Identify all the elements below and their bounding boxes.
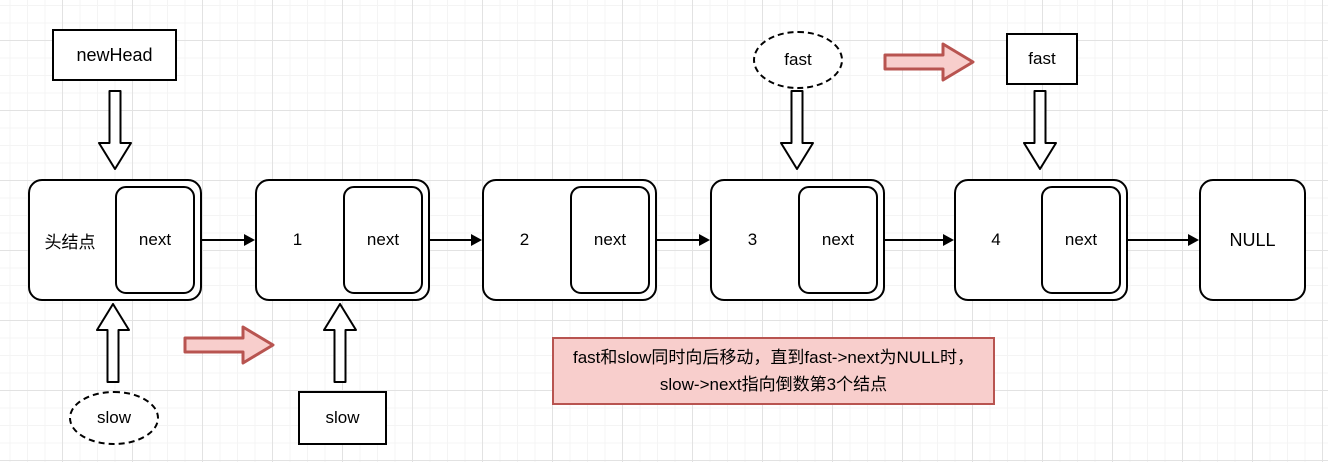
slow-before-label: slow [96,408,131,427]
list-node: 3 next [710,179,885,301]
connector-arrow [657,234,710,246]
node-next-field: next [798,186,878,294]
fast-before-label: fast [784,50,812,69]
list-node: 头结点 next [28,179,202,301]
up-arrow-icon [96,303,130,383]
newhead-box: newHead [52,29,177,81]
note-box: fast和slow同时向后移动，直到fast->next为NULL时，slow-… [552,337,995,405]
node-value: 2 [519,230,530,249]
down-arrow-icon [780,90,814,170]
node-next-field: next [570,186,650,294]
node-next-field: next [1041,186,1121,294]
fast-before-ellipse: fast [753,31,843,89]
slow-after-box: slow [298,391,387,445]
connector-arrow [1128,234,1199,246]
terminator-null-label: NULL [1229,229,1276,250]
node-value: 3 [747,230,758,249]
down-arrow-icon [98,90,132,170]
slow-before-ellipse: slow [69,391,159,445]
connector-arrow [202,234,255,246]
up-arrow-icon [323,303,357,383]
node-value: 1 [292,230,303,249]
node-next-field: next [343,186,423,294]
down-arrow-icon [1023,90,1057,170]
terminator-null-box: NULL [1199,179,1306,301]
newhead-label: newHead [76,44,153,65]
list-node: 2 next [482,179,657,301]
slow-after-label: slow [325,408,360,427]
list-node: 4 next [954,179,1128,301]
fast-after-label: fast [1028,49,1056,68]
node-next-field: next [115,186,195,294]
connector-arrow [885,234,954,246]
node-value: 头结点 [44,232,96,252]
list-node: 1 next [255,179,430,301]
fast-after-box: fast [1006,33,1078,85]
connector-arrow [430,234,482,246]
note-text: fast和slow同时向后移动，直到fast->next为NULL时，slow-… [573,347,974,394]
node-value: 4 [991,230,1001,249]
move-right-arrow-icon [183,322,275,368]
move-right-arrow-icon [883,39,975,85]
